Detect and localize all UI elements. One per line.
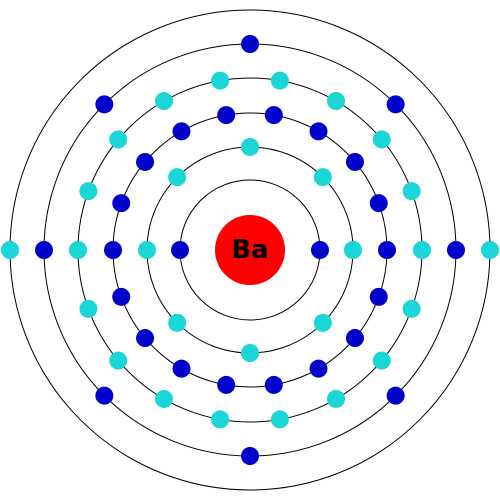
electron-shell-2-6 — [168, 313, 187, 332]
electron-shell-4-15 — [270, 410, 289, 429]
electron-shell-3-6 — [217, 106, 236, 125]
electron-shell-4-3 — [372, 130, 391, 149]
electron-shell-4-16 — [327, 389, 345, 408]
electron-shell-4-18 — [402, 299, 421, 318]
electron-shell-4-9 — [79, 182, 98, 201]
electron-shell-3-7 — [172, 122, 191, 141]
electron-shell-2-2 — [313, 168, 332, 187]
electron-shell-5-8 — [386, 386, 405, 405]
electron-shell-2-8 — [313, 313, 332, 332]
electron-shell-5-4 — [95, 95, 114, 114]
electron-shell-3-5 — [264, 106, 283, 125]
electrons — [1, 35, 499, 465]
electron-shell-4-10 — [69, 241, 87, 259]
electron-shell-3-15 — [264, 375, 283, 394]
electron-shell-2-5 — [138, 241, 156, 259]
electron-shell-4-2 — [402, 182, 421, 201]
electron-shell-4-17 — [372, 351, 391, 370]
electron-shell-4-13 — [155, 389, 173, 408]
electron-shell-3-10 — [104, 241, 122, 259]
electron-shell-5-1 — [447, 241, 465, 259]
electron-shell-6-2 — [1, 241, 19, 259]
electron-shell-3-17 — [345, 329, 364, 348]
electron-shell-3-4 — [309, 122, 328, 141]
nucleus — [215, 215, 285, 285]
electron-shell-5-6 — [95, 386, 114, 405]
electron-shell-2-1 — [344, 241, 362, 259]
electron-shell-4-11 — [79, 299, 98, 318]
electron-shell-3-8 — [136, 152, 155, 171]
electron-shell-3-12 — [136, 329, 155, 348]
electron-shell-2-7 — [241, 344, 259, 362]
electron-shell-4-7 — [155, 92, 173, 111]
electron-shell-4-5 — [270, 71, 289, 90]
electron-shell-5-3 — [241, 35, 259, 53]
electron-shell-3-3 — [345, 152, 364, 171]
electron-shell-5-2 — [386, 95, 405, 114]
electron-shell-3-14 — [217, 375, 236, 394]
electron-shell-3-18 — [369, 287, 388, 306]
electron-shell-4-14 — [211, 410, 230, 429]
electron-shell-4-8 — [109, 130, 128, 149]
electron-shell-3-2 — [369, 194, 388, 213]
electron-shell-3-16 — [309, 359, 328, 378]
electron-shell-3-1 — [378, 241, 396, 259]
electron-shell-1-1 — [311, 241, 329, 259]
electron-shell-3-11 — [112, 287, 131, 306]
electron-shell-5-7 — [241, 447, 259, 465]
electron-shell-6-1 — [481, 241, 499, 259]
electron-shell-2-3 — [241, 138, 259, 156]
electron-shell-3-13 — [172, 359, 191, 378]
electron-shell-5-5 — [35, 241, 53, 259]
electron-shell-2-4 — [168, 168, 187, 187]
electron-shell-4-4 — [327, 92, 345, 111]
electron-shell-4-6 — [211, 71, 230, 90]
electron-shell-3-9 — [112, 194, 131, 213]
electron-shell-4-1 — [413, 241, 431, 259]
electron-shell-4-12 — [109, 351, 128, 370]
electron-shell-1-2 — [171, 241, 189, 259]
element-symbol: Ba — [231, 235, 268, 265]
